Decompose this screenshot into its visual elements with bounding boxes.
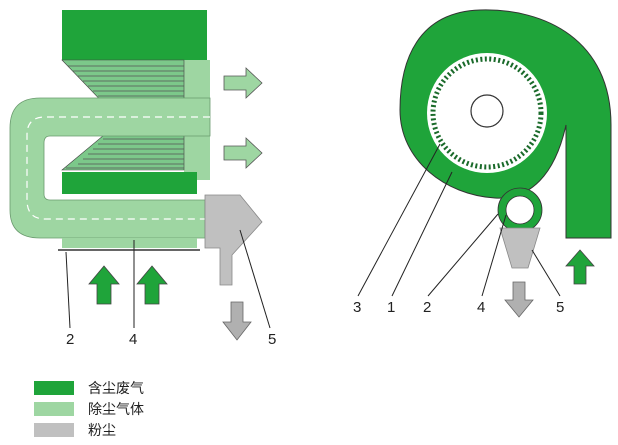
clean-gas-out-arrow-2 [223,137,263,169]
housing-middle-band [62,172,197,194]
right-fan-diagram [357,9,612,318]
left-filter-diagram [9,10,271,341]
right-label-2: 2 [423,299,432,316]
right-label-1: 1 [387,299,396,316]
legend-swatch-dust [34,422,74,437]
dust-gas-in-arrow-1 [88,265,120,305]
dust-cone [499,227,541,269]
legend: 含尘废气 除尘气体 粉尘 [34,377,144,440]
impeller-blades [430,56,544,170]
left-label-2: 2 [66,331,75,348]
dust-gas-in-arrow-right [565,249,595,285]
legend-item-clean-gas: 除尘气体 [34,398,144,419]
left-label-5: 5 [268,331,277,348]
dust-out-arrow-right [504,281,534,318]
impeller-hub [470,94,504,128]
legend-label-dust: 粉尘 [88,422,116,439]
housing-top-block [62,10,207,60]
flow-path-dashed [26,116,241,240]
outlet-pipe-bore [505,195,535,225]
clean-gas-out-arrow-1 [223,67,263,99]
legend-swatch-dust-gas [34,380,74,395]
legend-label-clean-gas: 除尘气体 [88,401,144,418]
right-leader-lines [357,143,561,297]
right-label-4: 4 [477,299,486,316]
dust-gas-in-arrow-2 [136,265,168,305]
legend-item-dust: 粉尘 [34,419,144,440]
housing-bottom-band [62,238,197,248]
legend-item-dust-gas: 含尘废气 [34,377,144,398]
right-label-3: 3 [353,299,362,316]
left-leader-lines [65,229,271,329]
legend-swatch-clean-gas [34,401,74,416]
dust-out-arrow-left [222,301,252,341]
right-label-5: 5 [556,299,565,316]
left-label-4: 4 [129,331,138,348]
legend-label-dust-gas: 含尘废气 [88,380,144,397]
dust-hopper [204,194,263,286]
